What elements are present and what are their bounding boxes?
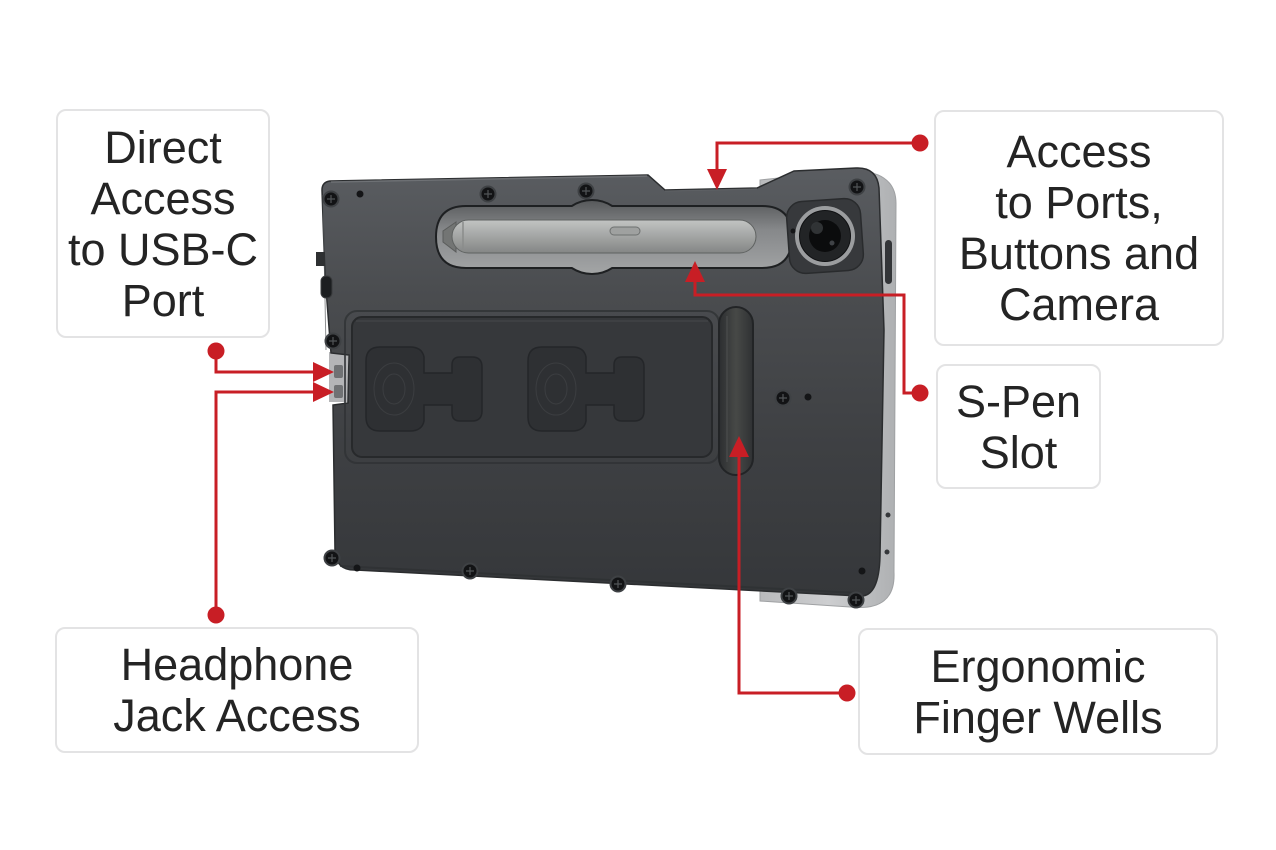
usb-c-connector-line: [214, 351, 322, 374]
callout-dot: [838, 684, 856, 702]
callout-label-line: to USB-C: [67, 223, 259, 275]
usb-c-opening: [334, 365, 343, 378]
callout-connectors: [207, 134, 929, 702]
callout-label-line: Buttons and: [958, 228, 1200, 279]
arrowhead-up: [685, 261, 705, 282]
callout-label-line: Ergonomic: [930, 640, 1146, 692]
pen-button: [609, 226, 641, 236]
callout-label-line: to Ports,: [995, 177, 1163, 228]
callout-label-line: Slot: [979, 426, 1058, 478]
arrowhead-up: [729, 436, 749, 457]
callout-box-usb-c-port: Direct Access to USB-C Port: [56, 109, 270, 338]
callout-box-s-pen-slot: S-Pen Slot: [936, 364, 1101, 489]
callout-label-line: Access: [90, 172, 236, 224]
side-button: [885, 240, 892, 284]
callout-label-line: Port: [121, 274, 205, 326]
arrowhead-right: [313, 382, 334, 402]
callout-label-line: Access: [1006, 126, 1152, 177]
callout-label-line: Finger Wells: [913, 691, 1163, 743]
camera: [785, 197, 865, 275]
arrowhead-down: [707, 169, 727, 190]
callout-box-headphone-jack: Headphone Jack Access: [55, 627, 419, 753]
callout-box-ports-buttons-camera: Access to Ports, Buttons and Camera: [934, 110, 1224, 346]
callout-label-line: Headphone: [120, 639, 354, 690]
s-pen: [442, 219, 757, 254]
callout-dot: [911, 384, 929, 402]
arrowhead-right: [313, 362, 334, 382]
callout-dot: [207, 606, 225, 624]
callout-label-line: S-Pen: [955, 375, 1082, 427]
callout-box-finger-wells: Ergonomic Finger Wells: [858, 628, 1218, 755]
callout-label-line: Jack Access: [113, 690, 361, 741]
accessory-panel: [344, 310, 720, 464]
left-slot-cutout: [320, 275, 333, 299]
callout-label-line: Direct: [104, 121, 222, 173]
ports-connector-line: [715, 141, 920, 178]
callout-dot: [207, 342, 225, 360]
callout-label-line: Camera: [998, 279, 1160, 330]
headphone-opening: [334, 385, 343, 398]
screws: [322, 178, 866, 609]
callout-dot: [911, 134, 929, 152]
spen-connector-line: [693, 274, 920, 395]
wells-connector-line: [737, 448, 847, 695]
headphone-connector-line: [214, 390, 322, 615]
